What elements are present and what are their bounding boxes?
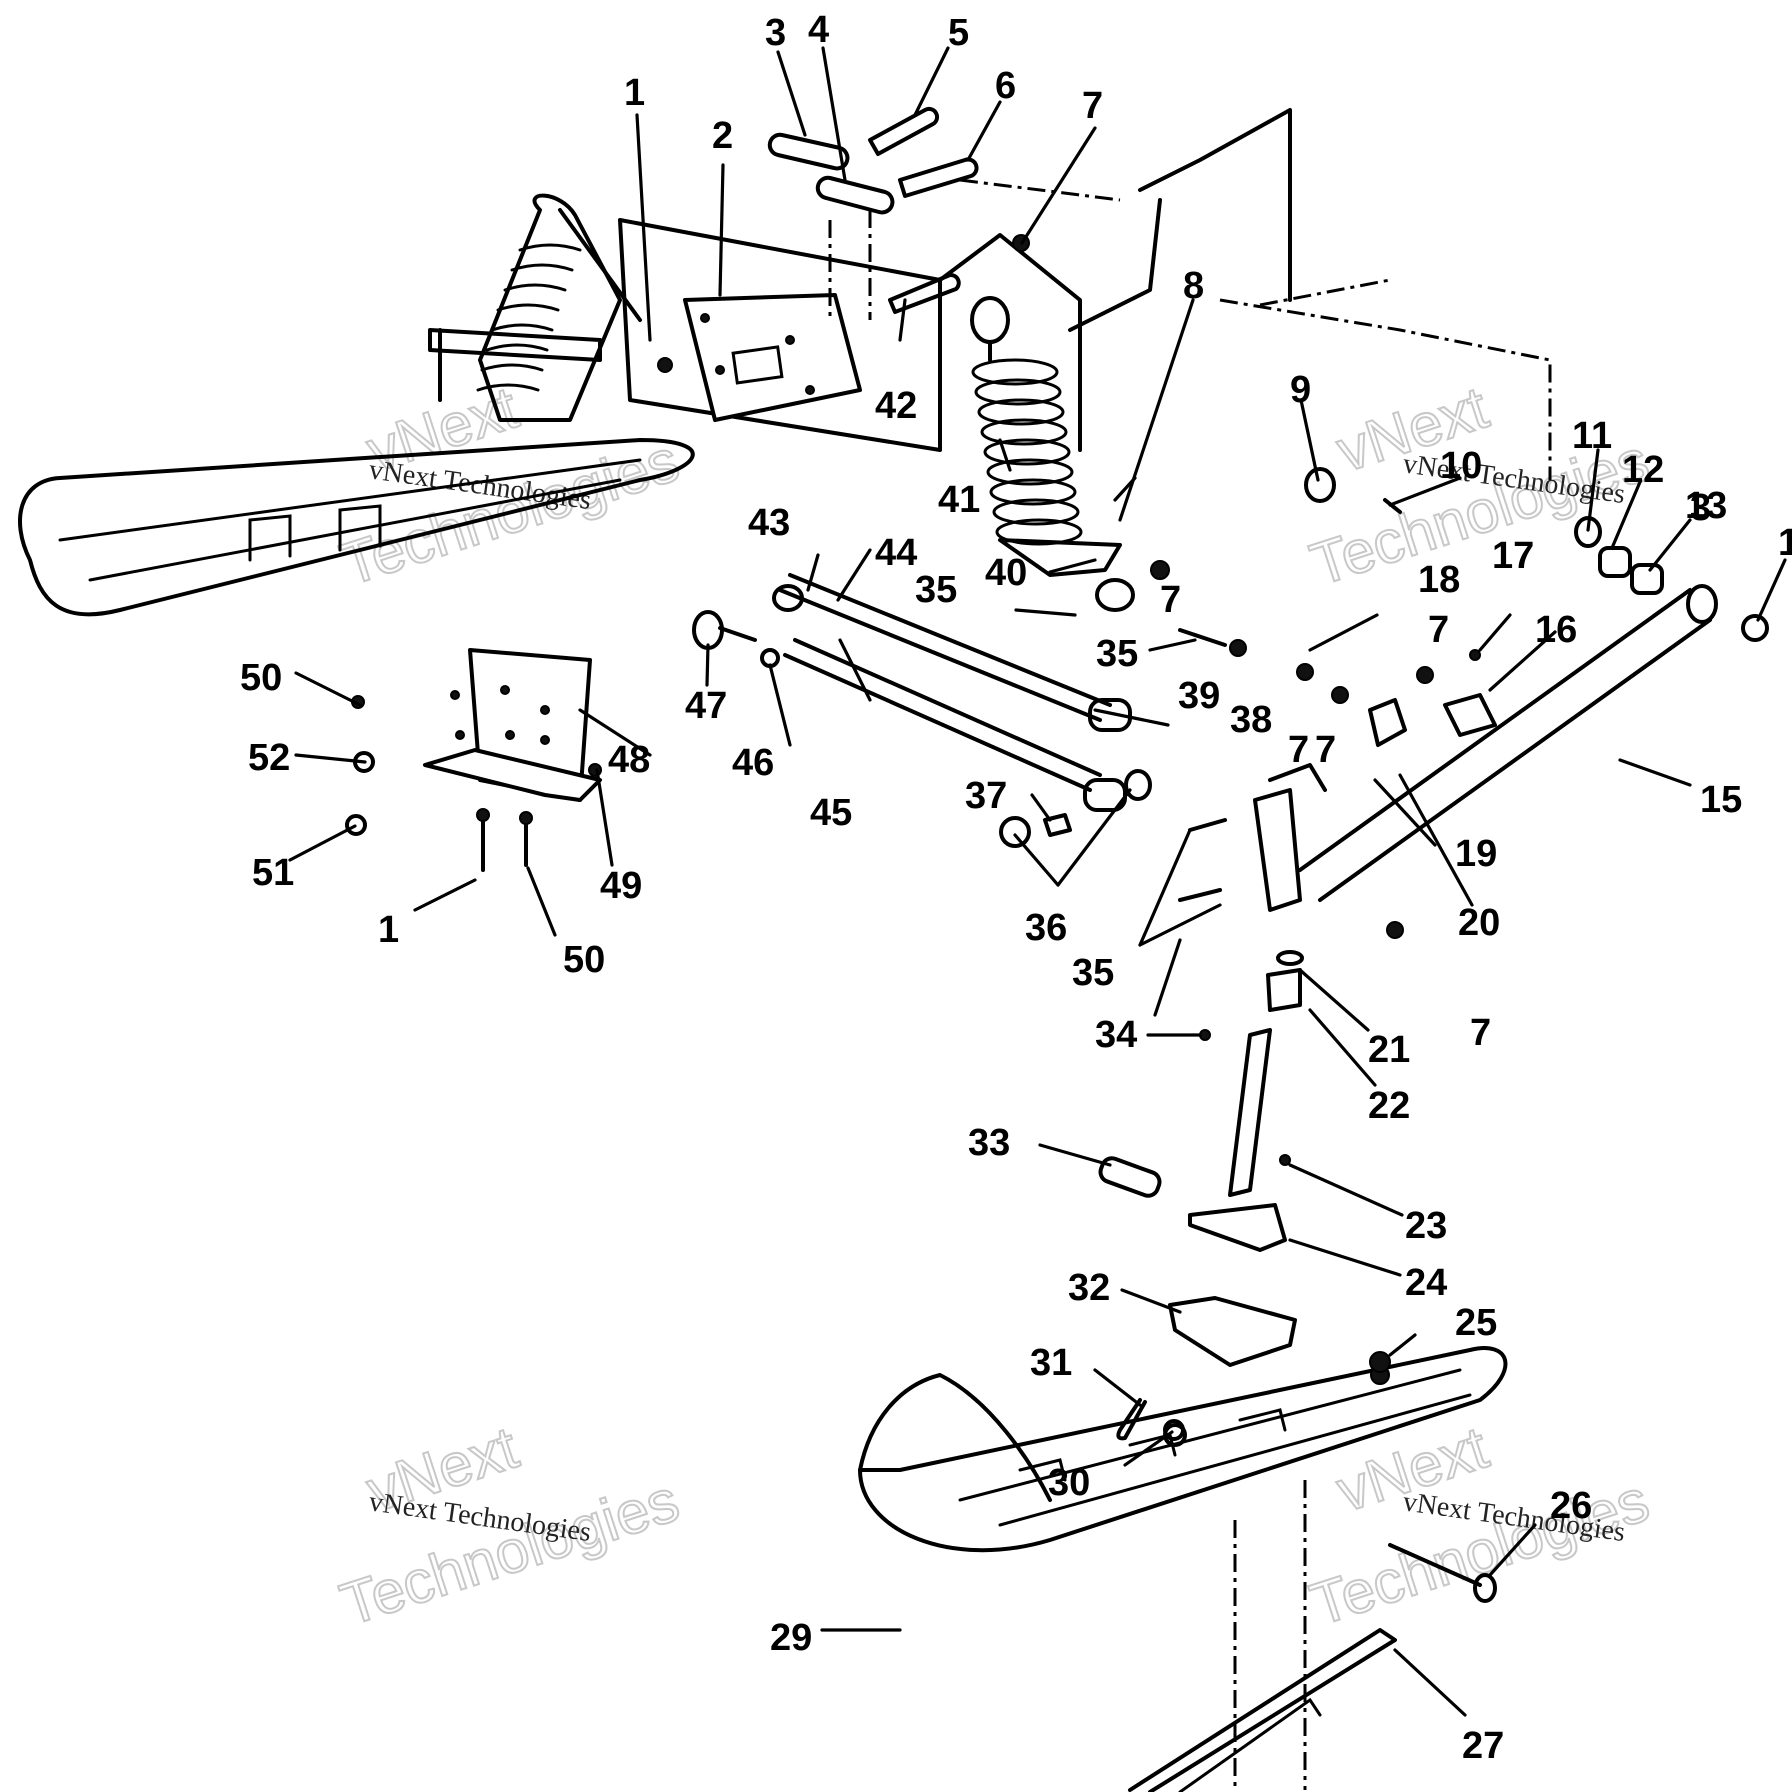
callout-7: 7 [1428, 609, 1449, 651]
callout-32: 32 [1068, 1267, 1110, 1309]
callout-36: 36 [1025, 907, 1067, 949]
callout-41: 41 [938, 479, 980, 521]
ski-saddle [1168, 1296, 1297, 1367]
callout-40: 40 [985, 552, 1027, 594]
spindle-assembly [1098, 763, 1327, 1252]
callout-27: 27 [1462, 1725, 1504, 1767]
callout-14: 14 [1778, 522, 1792, 564]
callout-45: 45 [810, 792, 852, 834]
callout-labels: 1 2 3 4 5 6 7 8 9 10 11 12 13 14 15 16 1… [240, 9, 1792, 1767]
callout-20: 20 [1458, 902, 1500, 944]
callout-6: 6 [995, 65, 1016, 107]
callout-35: 35 [1096, 633, 1138, 675]
shock-absorber-right [970, 296, 1135, 612]
callout-12: 12 [1622, 449, 1664, 491]
callout-48: 48 [608, 739, 650, 781]
callout-19: 19 [1455, 833, 1497, 875]
callout-31: 31 [1030, 1342, 1072, 1384]
callout-39: 39 [1178, 675, 1220, 717]
callout-7: 7 [1082, 85, 1103, 127]
callout-30: 30 [1048, 1462, 1090, 1504]
callout-43: 43 [748, 502, 790, 544]
callout-26: 26 [1550, 1485, 1592, 1527]
callout-38: 38 [1230, 699, 1272, 741]
callout-7: 7 [1315, 729, 1336, 771]
callout-49: 49 [600, 865, 642, 907]
callout-17: 17 [1492, 535, 1534, 577]
callout-3: 3 [1690, 487, 1711, 529]
callout-8: 8 [1183, 265, 1204, 307]
callout-21: 21 [1368, 1029, 1410, 1071]
callout-37: 37 [965, 775, 1007, 817]
callout-51: 51 [252, 852, 294, 894]
callout-24: 24 [1405, 1262, 1447, 1304]
shock-absorber-left [428, 193, 622, 422]
callout-3: 3 [765, 12, 786, 54]
callout-4: 4 [808, 9, 829, 51]
callout-35: 35 [915, 569, 957, 611]
callout-33: 33 [968, 1122, 1010, 1164]
callout-2: 2 [712, 115, 733, 157]
bracket [423, 648, 602, 802]
link-plates [767, 106, 979, 320]
callout-1: 1 [624, 72, 645, 114]
callout-47: 47 [685, 685, 727, 727]
callout-44: 44 [875, 532, 917, 574]
callout-50: 50 [563, 939, 605, 981]
callout-46: 46 [732, 742, 774, 784]
callout-34: 34 [1095, 1014, 1137, 1056]
leader-lines [288, 46, 1787, 1717]
callout-7: 7 [1288, 729, 1309, 771]
callout-7: 7 [1160, 579, 1181, 621]
callout-10: 10 [1440, 445, 1482, 487]
ski-wear-bar [1128, 1480, 1497, 1792]
callout-23: 23 [1405, 1205, 1447, 1247]
ski-upper-left [18, 438, 695, 617]
callout-42: 42 [875, 385, 917, 427]
callout-25: 25 [1455, 1302, 1497, 1344]
callout-50: 50 [240, 657, 282, 699]
callout-1: 1 [378, 909, 399, 951]
callout-13: 13 [1685, 485, 1727, 527]
callout-15: 15 [1700, 779, 1742, 821]
misc-hardware [657, 234, 1481, 1441]
callout-35: 35 [1072, 952, 1114, 994]
callout-52: 52 [248, 737, 290, 779]
callout-16: 16 [1535, 609, 1577, 651]
mounting-plate [683, 293, 862, 422]
callout-9: 9 [1290, 369, 1311, 411]
callout-7: 7 [1470, 1012, 1491, 1054]
callout-22: 22 [1368, 1085, 1410, 1127]
watermark-group: vNext Technologies vNext Technologies vN… [332, 373, 1658, 1640]
callout-5: 5 [948, 12, 969, 54]
radius-rods [772, 573, 1152, 848]
callout-18: 18 [1418, 559, 1460, 601]
callout-29: 29 [770, 1617, 812, 1659]
a-arm [1298, 516, 1769, 902]
callout-11: 11 [1572, 415, 1612, 457]
